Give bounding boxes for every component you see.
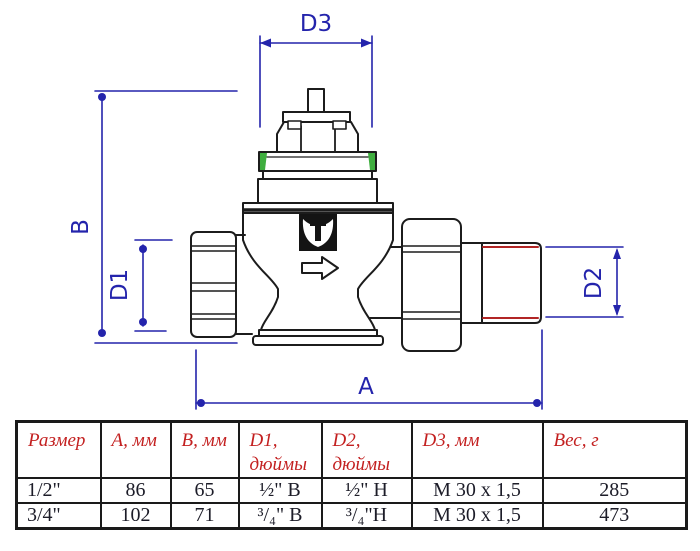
d1-endpoint-bottom (139, 318, 147, 326)
dimension-d3: D3 (259, 11, 373, 128)
table-row: 3/4" 102 71 ³/₄" В ³/₄"Н М 30 х 1,5 473 (15, 501, 688, 529)
dimension-b-label: B (68, 219, 94, 235)
d3-extension-lines (259, 35, 373, 128)
cell-d2: ½" Н (320, 476, 413, 504)
d2-extension-lines (545, 246, 624, 318)
flange-clip-left (287, 120, 302, 130)
col-header-d3-mm: D3, мм (410, 420, 544, 479)
union-nut (401, 218, 462, 352)
cell-weight: 473 (541, 501, 688, 529)
bonnet (257, 178, 378, 205)
cell-weight: 285 (541, 476, 688, 504)
col-header-size: Размер (15, 420, 102, 479)
bonnet-collar (262, 170, 373, 180)
dimension-d3-label: D3 (300, 11, 332, 37)
valtec-logo (299, 214, 337, 251)
cell-size: 1/2" (15, 476, 102, 504)
cell-b-mm: 65 (169, 476, 240, 504)
inlet-nut-grooves (191, 245, 236, 320)
a-extension-lines (195, 329, 543, 410)
adapter-ring (258, 151, 377, 172)
col-header-weight: Вес, г (541, 420, 688, 479)
dimension-d2-label: D2 (581, 267, 607, 299)
cell-d2: ³/₄"Н (320, 501, 413, 529)
a-endpoint-left (197, 399, 205, 407)
d1-tick-lines (134, 239, 173, 332)
b-endpoint-top (98, 93, 106, 101)
inlet-stub-lines (235, 234, 253, 335)
union-nut-grooves (402, 245, 461, 320)
cell-size: 3/4" (15, 501, 102, 529)
a-endpoint-right (533, 399, 541, 407)
d3-arrow-left (260, 38, 271, 48)
stem-flange (282, 111, 351, 123)
dimension-d1: D1 (107, 239, 173, 332)
b-extension-lines (94, 90, 238, 344)
outlet-thread-body (460, 242, 542, 324)
dimension-d2: D2 (545, 246, 624, 318)
adapter-ring-green-left (260, 153, 267, 170)
col-header-d2-inch: D2, дюймы (320, 420, 413, 479)
d2-arrow-bottom (613, 305, 621, 316)
cell-d3: М 30 х 1,5 (410, 476, 544, 504)
inlet-nut (190, 231, 237, 338)
spec-table: Размер А, мм В, мм D1, дюймы D2, дюймы D… (15, 420, 688, 530)
valve-technical-drawing: D3 B D1 D2 (68, 11, 624, 410)
col-header-b-mm: В, мм (169, 420, 240, 479)
valve-outline (190, 88, 542, 352)
d1-endpoint-top (139, 245, 147, 253)
cell-d1: ½" В (237, 476, 323, 504)
cell-b-mm: 71 (169, 501, 240, 529)
base-plate-lower (252, 335, 384, 346)
dimension-a-label: A (358, 374, 374, 400)
adapter-ring-green-right (368, 153, 375, 170)
valve-stem (307, 88, 325, 114)
valve-cap-facets (300, 125, 336, 153)
d2-arrow-top (613, 248, 621, 259)
d3-arrow-right (361, 38, 372, 48)
cell-a-mm: 102 (99, 501, 172, 529)
dimension-a: A (195, 329, 543, 410)
col-header-a-mm: А, мм (99, 420, 172, 479)
flow-arrow-icon (301, 256, 339, 280)
dimension-b: B (68, 90, 238, 344)
dimension-annotations: D3 B D1 D2 (68, 11, 624, 410)
table-row: 1/2" 86 65 ½" В ½" Н М 30 х 1,5 285 (15, 476, 688, 504)
spec-table-header-row: Размер А, мм В, мм D1, дюймы D2, дюймы D… (15, 420, 688, 479)
cell-d1: ³/₄" В (237, 501, 323, 529)
outlet-thread-red-lines (482, 246, 539, 319)
cell-a-mm: 86 (99, 476, 172, 504)
flange-clip-right (332, 120, 347, 130)
cell-d3: М 30 х 1,5 (410, 501, 544, 529)
b-endpoint-bottom (98, 329, 106, 337)
dimension-d1-label: D1 (107, 269, 133, 301)
col-header-d1-inch: D1, дюймы (237, 420, 323, 479)
